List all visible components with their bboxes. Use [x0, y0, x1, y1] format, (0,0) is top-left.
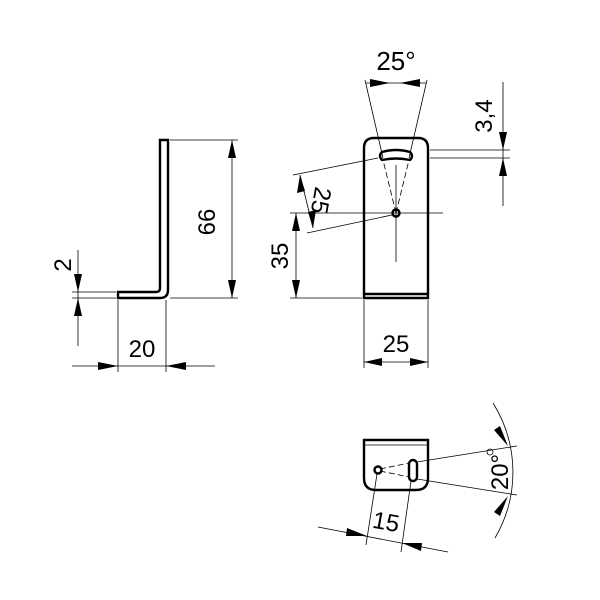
dim-35: 35	[267, 243, 294, 270]
top-view: 20° 15	[317, 402, 518, 553]
dim-20-degree: 20°	[487, 454, 514, 490]
top-slot	[407, 458, 419, 483]
dim-25-degree: 25°	[376, 46, 415, 76]
front-view: 25° 3,4 25 35 25	[267, 46, 510, 368]
dim-2: 2	[50, 258, 77, 271]
dim-25-slot-distance: 25	[305, 185, 336, 216]
dim-20: 20	[129, 336, 156, 363]
dim-3-4: 3,4	[471, 99, 498, 132]
side-view: 66 2 20	[50, 138, 238, 372]
top-hole	[373, 465, 383, 475]
dim-66: 66	[194, 209, 221, 236]
dim-15: 15	[370, 507, 401, 538]
slot	[378, 148, 414, 162]
dim-25-width: 25	[383, 331, 410, 358]
